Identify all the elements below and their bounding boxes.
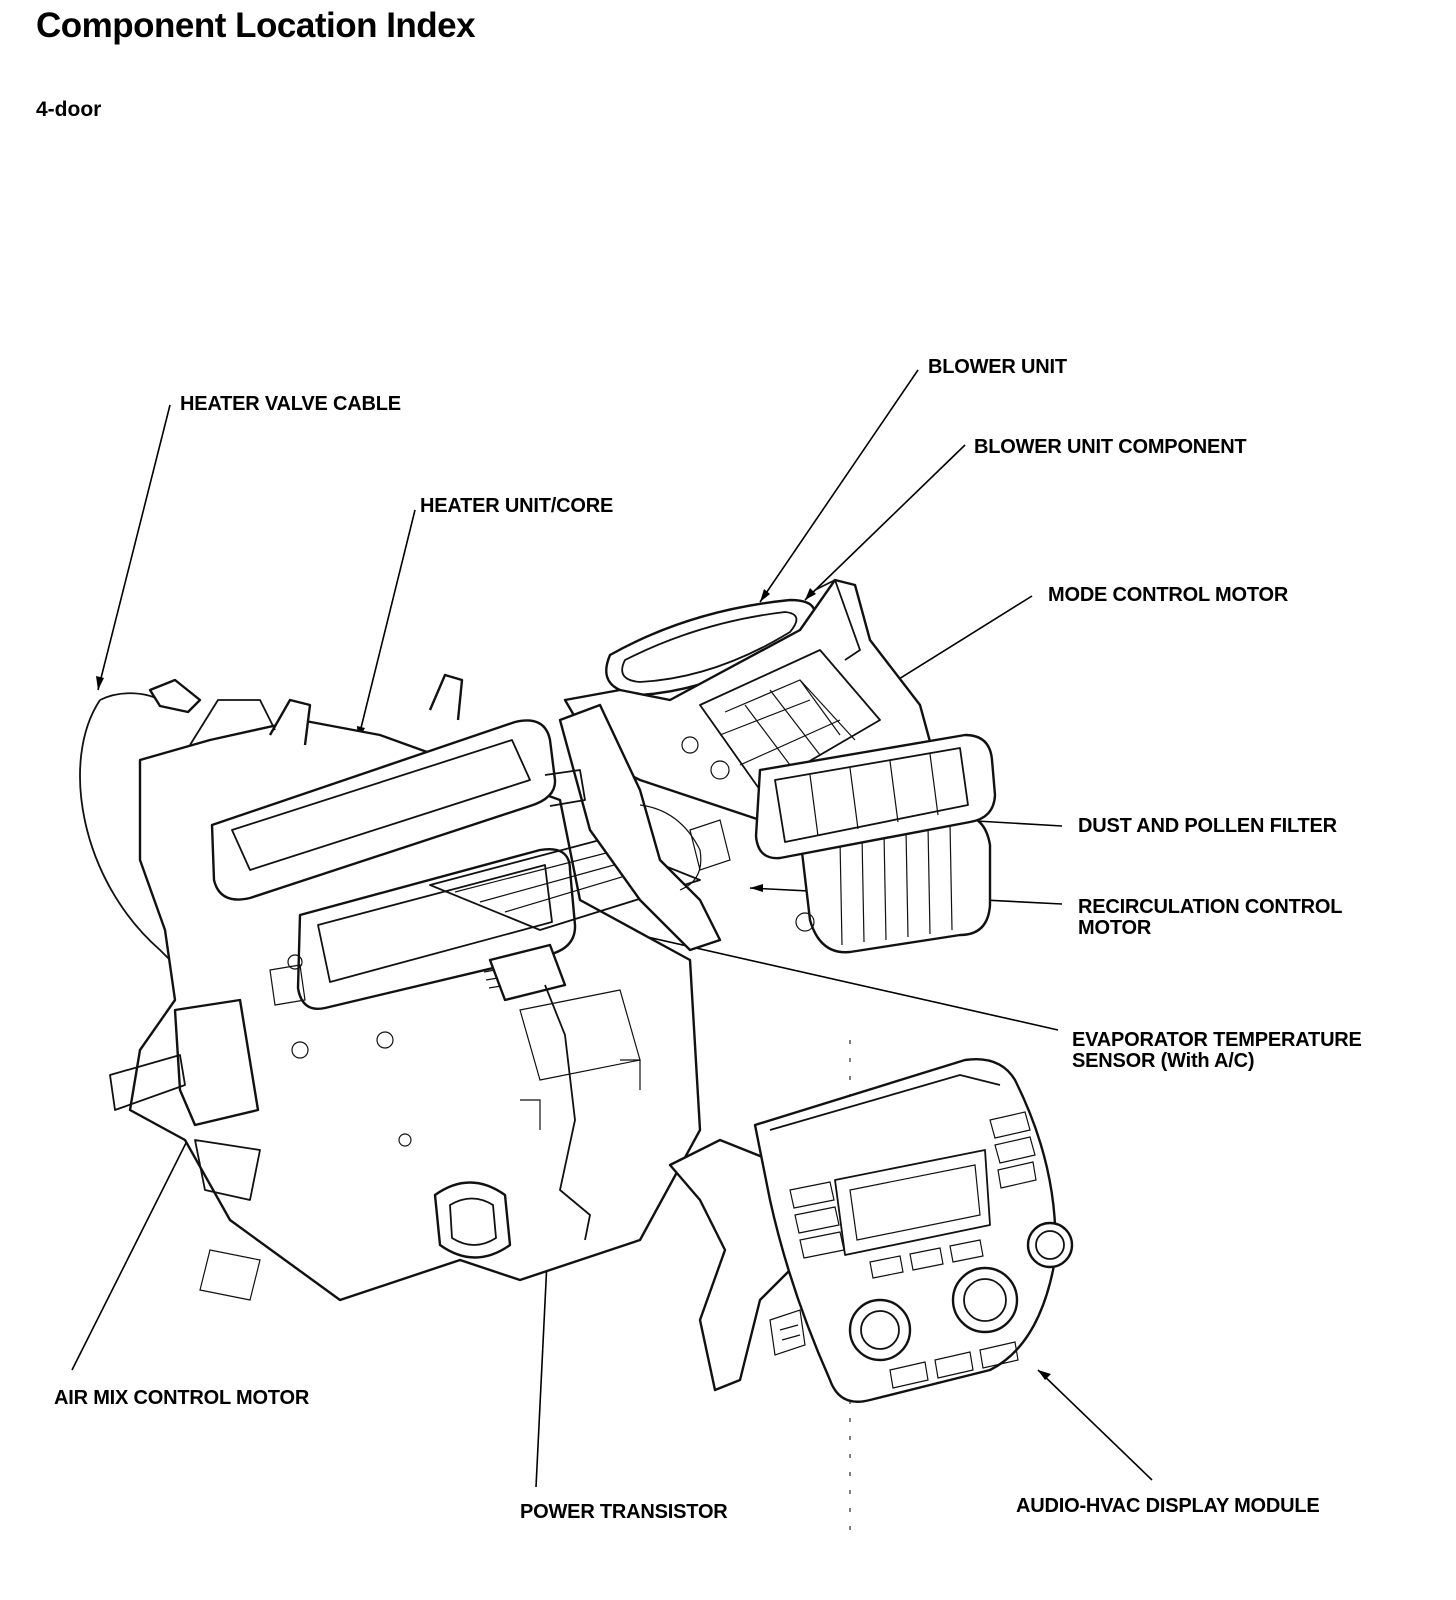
label-line: EVAPORATOR TEMPERATURE (1072, 1029, 1362, 1051)
label-evaporator-temperature-sensor: EVAPORATOR TEMPERATURE SENSOR (With A/C) (1072, 1030, 1362, 1072)
audio-hvac-module-drawing (668, 1058, 1074, 1403)
label-heater-valve-cable: HEATER VALVE CABLE (180, 393, 401, 415)
label-blower-unit: BLOWER UNIT (928, 356, 1067, 378)
page-subtitle: 4-door (36, 98, 102, 121)
label-line: RECIRCULATION CONTROL (1078, 896, 1343, 918)
label-audio-hvac-display-module: AUDIO-HVAC DISPLAY MODULE (1016, 1495, 1320, 1517)
blower-unit-drawing (544, 578, 997, 954)
leader-audio-hvac-module (1037, 1369, 1153, 1481)
leader-blower-unit-component (804, 444, 966, 601)
label-air-mix-control-motor: AIR MIX CONTROL MOTOR (54, 1387, 310, 1409)
leader-blower-unit (759, 369, 919, 603)
leader-heater-unit-core (357, 509, 416, 741)
label-blower-unit-component: BLOWER UNIT COMPONENT (974, 436, 1247, 458)
label-line: MOTOR (1078, 917, 1152, 939)
label-heater-unit-core: HEATER UNIT/CORE (420, 495, 614, 517)
label-line: SENSOR (With A/C) (1072, 1050, 1255, 1072)
heater-unit-drawing (109, 673, 702, 1302)
label-mode-control-motor: MODE CONTROL MOTOR (1048, 584, 1289, 606)
leader-air-mix-motor (71, 1134, 191, 1371)
page-title: Component Location Index (36, 6, 476, 45)
label-dust-and-pollen-filter: DUST AND POLLEN FILTER (1078, 815, 1337, 837)
leader-heater-valve-cable (97, 404, 171, 691)
label-recirculation-control-motor: RECIRCULATION CONTROL MOTOR (1078, 897, 1342, 939)
label-power-transistor: POWER TRANSISTOR (520, 1501, 728, 1523)
